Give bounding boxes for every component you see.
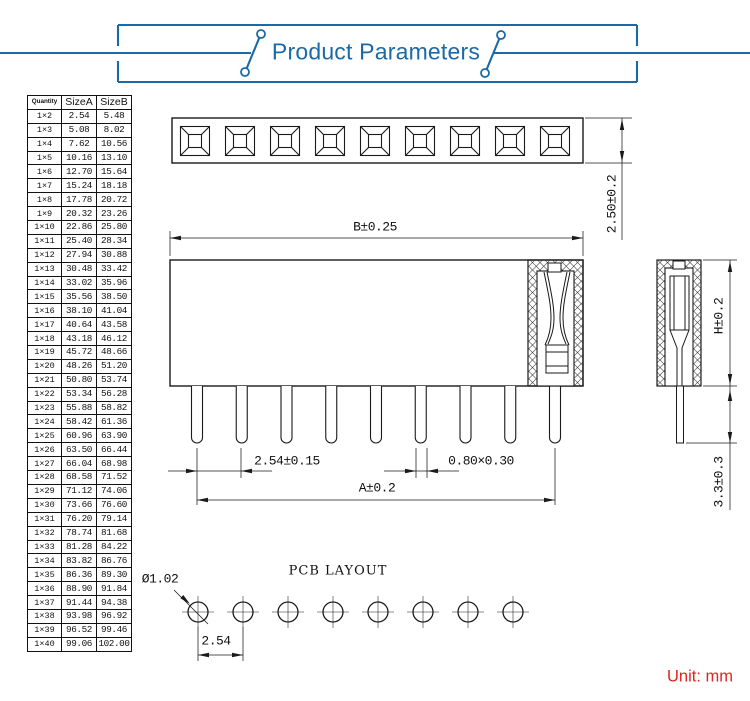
dim-pin-span: A±0.2 xyxy=(358,480,396,496)
side-view-pin xyxy=(676,385,684,444)
circuit-node-icon xyxy=(240,67,250,77)
dim-hole-pitch: 2.54 xyxy=(201,633,231,649)
circuit-node-icon xyxy=(496,30,506,40)
page-title: Product Parameters xyxy=(271,38,481,65)
circuit-node-icon xyxy=(480,68,490,78)
dim-body-height: H±0.2 xyxy=(711,297,727,335)
col-header-sizea: SizeA xyxy=(61,95,97,110)
banner-decoration xyxy=(0,23,750,84)
dimension-arrowheads xyxy=(170,119,733,658)
col-header-quantity: Quantity xyxy=(27,95,62,110)
side-contact-icon xyxy=(669,275,690,386)
circuit-node-icon xyxy=(256,29,266,39)
banner-slash-left xyxy=(245,35,261,71)
col-header-sizeb: SizeB xyxy=(96,95,132,110)
front-view-contact-section xyxy=(527,259,584,387)
top-view-sockets xyxy=(179,125,571,157)
dim-pin-pitch: 2.54±0.15 xyxy=(254,453,320,469)
unit-label: Unit: mm xyxy=(667,667,733,686)
dimension-lines xyxy=(168,117,737,661)
front-view-pins xyxy=(190,386,562,444)
dim-pin-length: 3.3±0.3 xyxy=(711,456,727,508)
pcb-layout-title: PCB LAYOUT xyxy=(288,563,388,579)
dim-hole-diameter: Ø1.02 xyxy=(141,571,179,587)
side-view xyxy=(656,259,702,444)
dim-body-depth: 2.50±0.2 xyxy=(604,174,620,234)
banner-slash-right xyxy=(485,36,501,72)
front-view-body xyxy=(169,259,584,387)
dim-pin-cross-section: 0.80×0.30 xyxy=(448,453,514,469)
dim-body-width: B±0.25 xyxy=(353,219,397,235)
leader-line xyxy=(173,589,209,625)
pcb-holes xyxy=(182,596,529,628)
contact-spring-icon xyxy=(543,271,571,374)
table-header-row: Quantity SizeA SizeB xyxy=(27,95,132,110)
